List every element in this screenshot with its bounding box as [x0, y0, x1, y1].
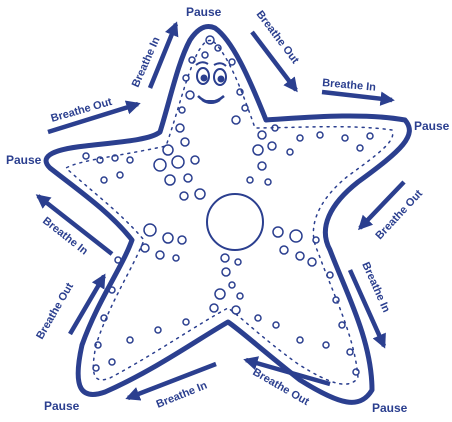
label-breathe-in-top-left: Breathe In: [130, 35, 163, 89]
center-circle: [207, 194, 263, 250]
arrow-right-across: [322, 92, 392, 100]
label-breathe-out-right: Breathe Out: [373, 188, 425, 242]
label-pause-top: Pause: [186, 5, 222, 19]
label-pause-bottom-right: Pause: [372, 401, 408, 415]
label-pause-right: Pause: [414, 119, 450, 133]
label-pause-bottom-left: Pause: [44, 399, 80, 413]
smiling-face: [196, 62, 226, 103]
label-breathe-out-bottom: Breathe Out: [251, 366, 312, 408]
label-pause-left: Pause: [6, 153, 42, 167]
label-breathe-in-left: Breathe In: [40, 215, 90, 258]
label-breathe-out-top-right: Breathe Out: [254, 9, 302, 67]
